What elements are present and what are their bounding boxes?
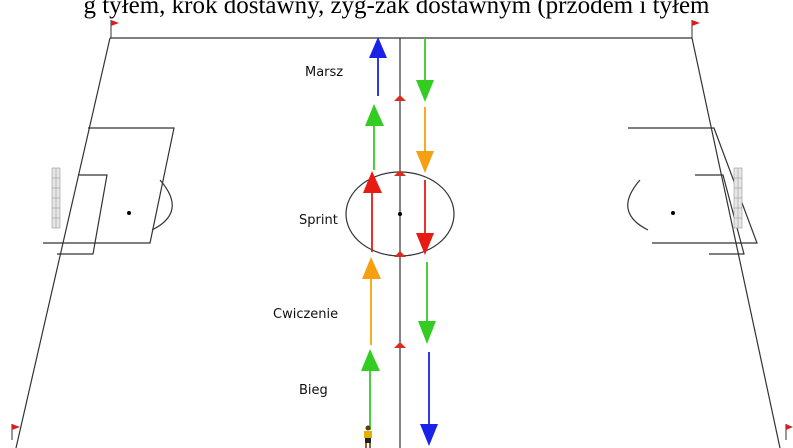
goal-net-icon [733, 167, 743, 229]
cone-icon [394, 95, 406, 101]
arrow-up-blue [369, 37, 387, 96]
right-penalty-arc [627, 179, 649, 231]
cone-icon [394, 170, 406, 176]
corner-flag-icon [785, 424, 793, 440]
arrow-down-orange [416, 107, 434, 173]
arrow-down-green [416, 38, 434, 102]
caption-text: g tyłem, krok dostawny, zyg-zak dostawny… [83, 0, 710, 19]
label-marsz: Marsz [305, 65, 343, 80]
left-penalty-arc [151, 179, 173, 231]
cone-icon [394, 251, 406, 257]
arrow-down-blue [420, 352, 438, 446]
corner-flag-icon [110, 20, 119, 38]
label-cwiczenie: Cwiczenie [273, 307, 338, 322]
corner-flag-icon [691, 20, 700, 38]
right-penalty-spot [671, 211, 675, 215]
cone-icon [394, 342, 406, 348]
corner-flag-icon [11, 424, 20, 440]
arrow-up-red [363, 171, 382, 252]
arrow-up-green [365, 104, 384, 170]
label-bieg: Bieg [299, 383, 328, 398]
arrow-down-red [416, 180, 434, 255]
left-goal-area [57, 174, 108, 255]
arrow-up-orange [362, 257, 381, 345]
center-spot [398, 212, 402, 216]
player-icon [364, 425, 372, 448]
left-penalty-box [43, 127, 175, 244]
label-sprint: Sprint [299, 213, 338, 228]
left-penalty-spot [127, 211, 131, 215]
goal-net-icon [51, 167, 61, 229]
arrow-down-green [418, 262, 436, 344]
right-goal-area [695, 174, 745, 255]
arrow-up-green [361, 349, 380, 430]
